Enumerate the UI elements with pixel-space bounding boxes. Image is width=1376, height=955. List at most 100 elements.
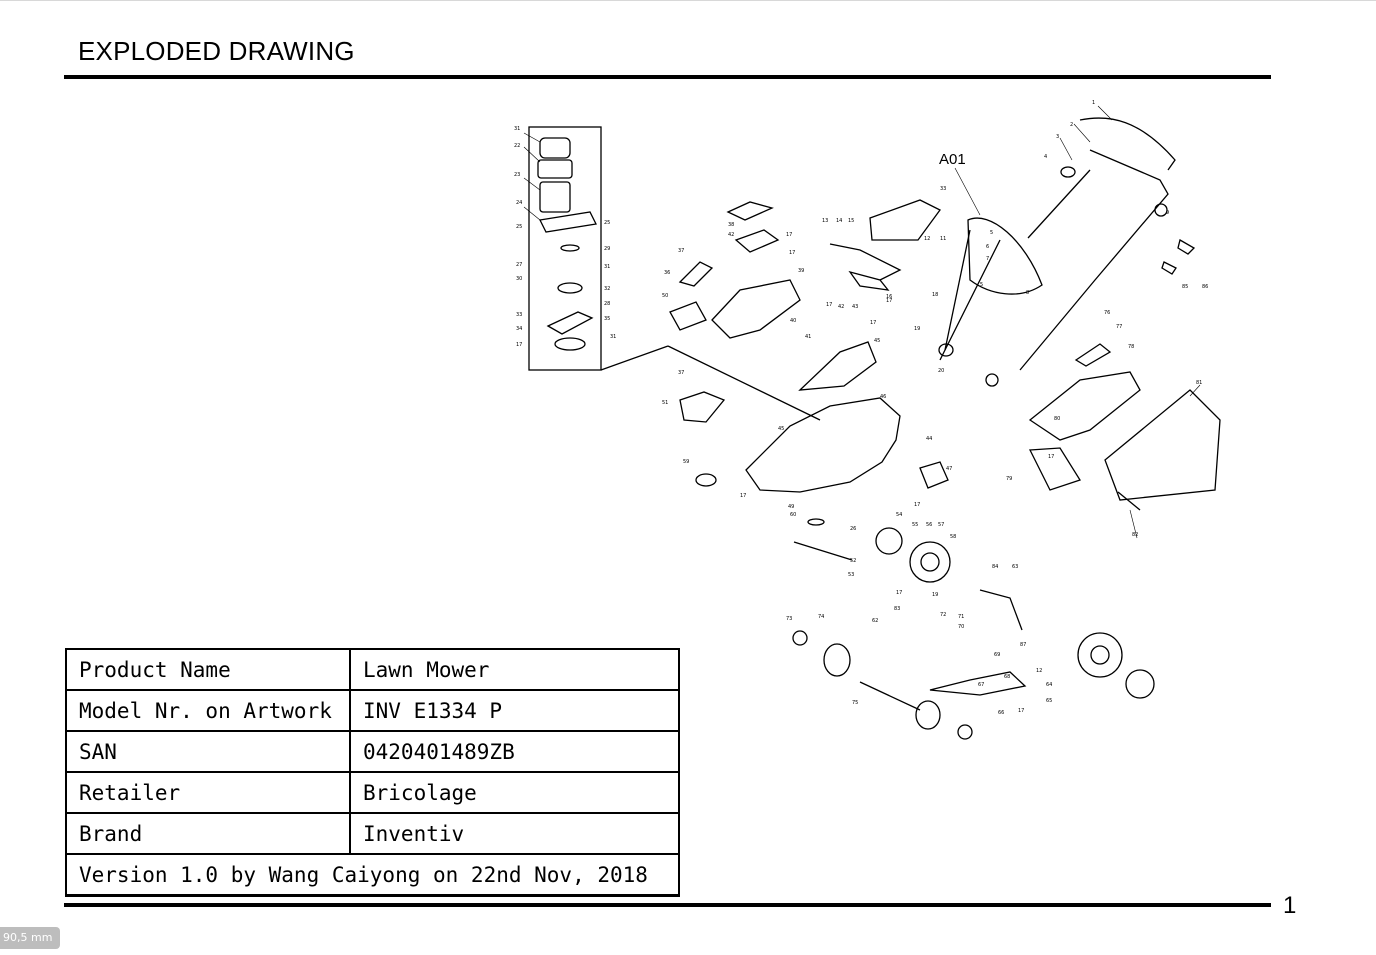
svg-text:17: 17: [870, 320, 876, 326]
top-hairline: [0, 0, 1376, 1]
svg-text:37: 37: [678, 370, 684, 376]
svg-text:52: 52: [850, 558, 856, 564]
svg-text:41: 41: [805, 334, 811, 340]
svg-text:23: 23: [514, 172, 520, 178]
svg-text:12: 12: [1036, 668, 1042, 674]
rear-axle: [859, 681, 921, 711]
svg-text:31: 31: [604, 264, 610, 270]
handle-frame: [1019, 149, 1169, 371]
svg-text:26: 26: [850, 526, 856, 532]
svg-text:17: 17: [1048, 454, 1054, 460]
rear-flap: [1028, 447, 1081, 491]
svg-text:14: 14: [836, 218, 842, 224]
svg-text:13: 13: [822, 218, 828, 224]
svg-text:2: 2: [1070, 122, 1073, 128]
svg-text:17: 17: [516, 342, 522, 348]
svg-text:85: 85: [1182, 284, 1188, 290]
svg-text:24: 24: [516, 200, 522, 206]
svg-text:71: 71: [958, 614, 964, 620]
svg-text:17: 17: [886, 298, 892, 304]
svg-text:63: 63: [1012, 564, 1018, 570]
svg-text:36: 36: [664, 270, 670, 276]
upper-housing: [869, 199, 941, 241]
svg-text:33: 33: [940, 186, 946, 192]
svg-text:38: 38: [728, 222, 734, 228]
svg-text:42: 42: [728, 232, 734, 238]
san-label: SAN: [65, 730, 351, 773]
side-cover: [679, 391, 726, 423]
deck-top-cover: [798, 341, 877, 391]
svg-text:54: 54: [896, 512, 902, 518]
table-row: Model Nr. on Artwork INV E1334 P: [65, 689, 680, 732]
rear-wheel-small-left: [792, 630, 808, 646]
motor-stator: [539, 181, 571, 213]
svg-text:35: 35: [604, 316, 610, 322]
svg-text:5: 5: [980, 282, 983, 288]
retailer-value: Bricolage: [349, 771, 680, 814]
svg-text:73: 73: [786, 616, 792, 622]
product-info-table: Product Name Lawn Mower Model Nr. on Art…: [65, 648, 680, 897]
svg-text:75: 75: [852, 700, 858, 706]
page-number: 1: [1283, 892, 1297, 919]
svg-text:45: 45: [874, 338, 880, 344]
svg-text:84: 84: [992, 564, 998, 570]
svg-text:17: 17: [914, 502, 920, 508]
svg-text:18: 18: [932, 292, 938, 298]
motor-bracket: [539, 211, 597, 233]
svg-text:43: 43: [852, 304, 858, 310]
svg-text:34: 34: [516, 326, 522, 332]
svg-text:62: 62: [872, 618, 878, 624]
svg-text:79: 79: [1006, 476, 1012, 482]
motor-fan: [537, 159, 573, 179]
svg-text:67: 67: [978, 682, 984, 688]
svg-text:31: 31: [514, 126, 520, 132]
bottom-rule: [64, 903, 1271, 907]
svg-text:12: 12: [924, 236, 930, 242]
svg-text:44: 44: [926, 436, 932, 442]
svg-text:68: 68: [1004, 674, 1010, 680]
svg-text:22: 22: [514, 143, 520, 149]
table-row: SAN 0420401489ZB: [65, 730, 680, 773]
svg-text:60: 60: [790, 512, 796, 518]
svg-text:1: 1: [1092, 100, 1095, 106]
svg-text:25: 25: [516, 224, 522, 230]
svg-text:46: 46: [880, 394, 886, 400]
brand-value: Inventiv: [349, 812, 680, 855]
cable-cover: [669, 301, 707, 331]
svg-text:47: 47: [946, 466, 952, 472]
model-label: Model Nr. on Artwork: [65, 689, 351, 732]
grass-box-lid: [1028, 371, 1141, 441]
svg-text:3: 3: [1056, 134, 1059, 140]
brand-label: Brand: [65, 812, 351, 855]
svg-text:70: 70: [958, 624, 964, 630]
svg-text:56: 56: [926, 522, 932, 528]
svg-text:31: 31: [610, 334, 616, 340]
svg-text:42: 42: [838, 304, 844, 310]
svg-text:57: 57: [938, 522, 944, 528]
svg-text:78: 78: [1128, 344, 1134, 350]
motor-detail-box: [528, 126, 602, 371]
svg-text:11: 11: [940, 236, 946, 242]
assembly-label: A01: [939, 151, 966, 168]
version-note: Version 1.0 by Wang Caiyong on 22nd Nov,…: [65, 853, 680, 897]
svg-text:87: 87: [1020, 642, 1026, 648]
svg-text:86: 86: [1202, 284, 1208, 290]
svg-text:32: 32: [604, 286, 610, 292]
motor-cap: [539, 137, 571, 159]
svg-text:77: 77: [1116, 324, 1122, 330]
svg-text:50: 50: [662, 293, 668, 299]
table-row: Brand Inventiv: [65, 812, 680, 855]
svg-text:19: 19: [932, 592, 938, 598]
model-value: INV E1334 P: [349, 689, 680, 732]
svg-text:51: 51: [662, 400, 668, 406]
switch-cover: [726, 201, 774, 221]
retailer-label: Retailer: [65, 771, 351, 814]
grass-box: [1104, 389, 1221, 501]
svg-text:53: 53: [848, 572, 854, 578]
height-adjust-lever: [929, 671, 1027, 696]
svg-text:80: 80: [1054, 416, 1060, 422]
svg-text:65: 65: [1046, 698, 1052, 704]
svg-text:29: 29: [604, 246, 610, 252]
table-row: Version 1.0 by Wang Caiyong on 22nd Nov,…: [65, 853, 680, 897]
